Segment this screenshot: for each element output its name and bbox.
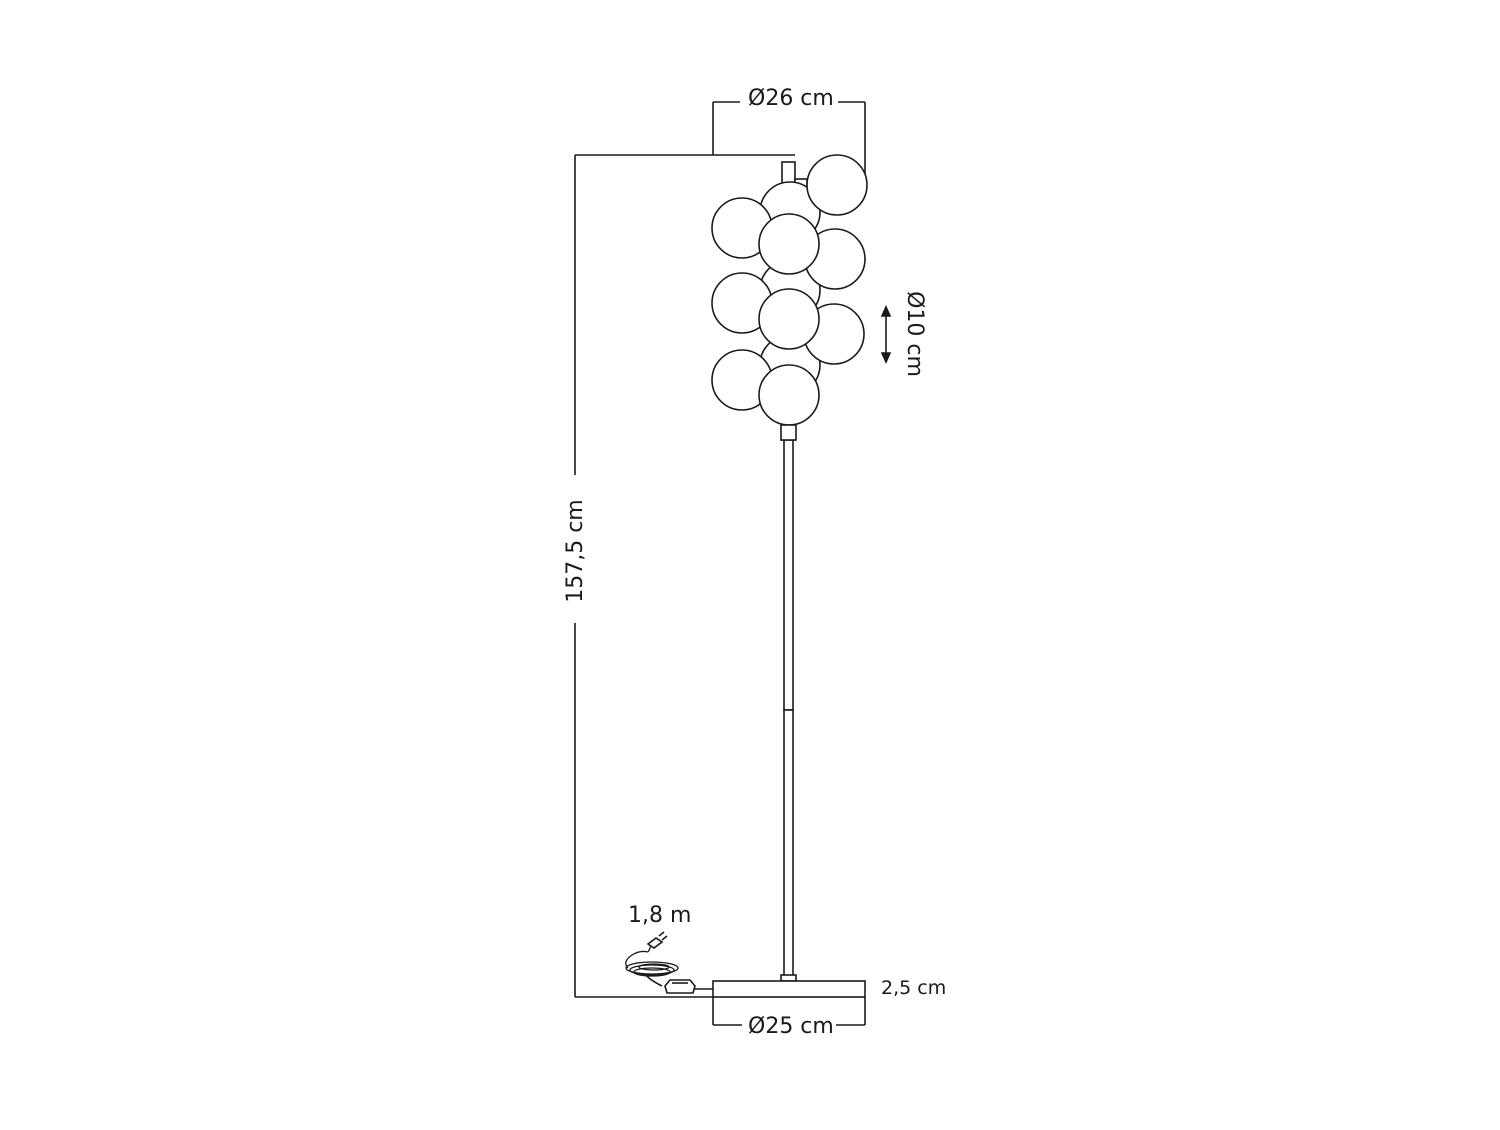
- label-base-width: Ø25 cm: [748, 1014, 834, 1039]
- globe: [758, 364, 820, 426]
- label-base-thickness: 2,5 cm: [881, 977, 947, 999]
- label-globe-diameter: Ø10 cm: [902, 291, 927, 377]
- label-cable-length: 1,8 m: [628, 903, 692, 928]
- lamp-globes: [711, 154, 868, 426]
- coiled-cable: [625, 941, 679, 977]
- globe: [758, 288, 820, 350]
- dim-line-top-width: [712, 101, 866, 185]
- lamp-base: [712, 980, 866, 998]
- globe: [806, 154, 868, 216]
- label-total-height: 157,5 cm: [563, 499, 588, 603]
- foot-switch-icon: [664, 979, 696, 994]
- label-top-width: Ø26 cm: [748, 86, 834, 111]
- dim-line-total-height: [574, 154, 795, 998]
- globe: [758, 213, 820, 275]
- double-arrow-icon: [880, 305, 892, 364]
- dim-line-base-width: [712, 997, 866, 1026]
- plug-icon: [646, 931, 668, 949]
